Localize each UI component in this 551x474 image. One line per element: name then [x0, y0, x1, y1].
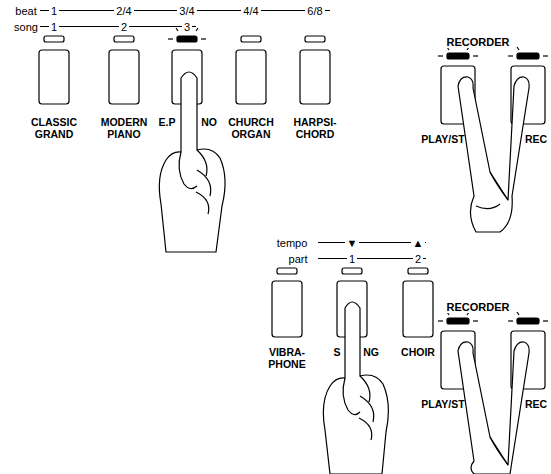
- button-label: CHOIR: [401, 346, 435, 358]
- section-label: RECORDER: [445, 36, 512, 48]
- button-label: HARPSI- CHORD: [284, 116, 346, 140]
- tempo-down: ▼: [345, 237, 360, 249]
- scale-value: 6/8: [305, 5, 324, 17]
- button-label: E.P: [159, 116, 176, 128]
- button-label: NG: [363, 346, 379, 358]
- button-label: PLAY/ST: [421, 398, 464, 410]
- beat-scale: beat: [13, 5, 38, 17]
- button-label: NO: [201, 116, 217, 128]
- button-label: REC: [525, 398, 547, 410]
- button-label: S: [333, 346, 340, 358]
- scale-value: 1: [49, 5, 59, 17]
- song-number: 1: [49, 21, 59, 33]
- section-label: RECORDER: [445, 301, 512, 313]
- tempo-up: ▲: [411, 237, 426, 249]
- song-number: 2: [119, 21, 129, 33]
- song-number: 3: [182, 21, 192, 33]
- part-scale: part: [287, 253, 310, 265]
- scale-value: 4/4: [241, 5, 260, 17]
- scale-value: 3/4: [177, 5, 196, 17]
- part-number: 2: [413, 253, 423, 265]
- button-label: CHURCH ORGAN: [220, 116, 282, 140]
- song-scale: song: [12, 21, 40, 33]
- button-label: REC: [525, 133, 547, 145]
- scale-value: 2/4: [114, 5, 133, 17]
- button-label: PLAY/ST: [421, 133, 464, 145]
- button-label: MODERN PIANO: [93, 116, 155, 140]
- button-label: CLASSIC GRAND: [23, 116, 85, 140]
- tempo-scale: tempo: [275, 237, 310, 249]
- button-label: VIBRA- PHONE: [259, 346, 315, 370]
- part-number: 1: [347, 253, 357, 265]
